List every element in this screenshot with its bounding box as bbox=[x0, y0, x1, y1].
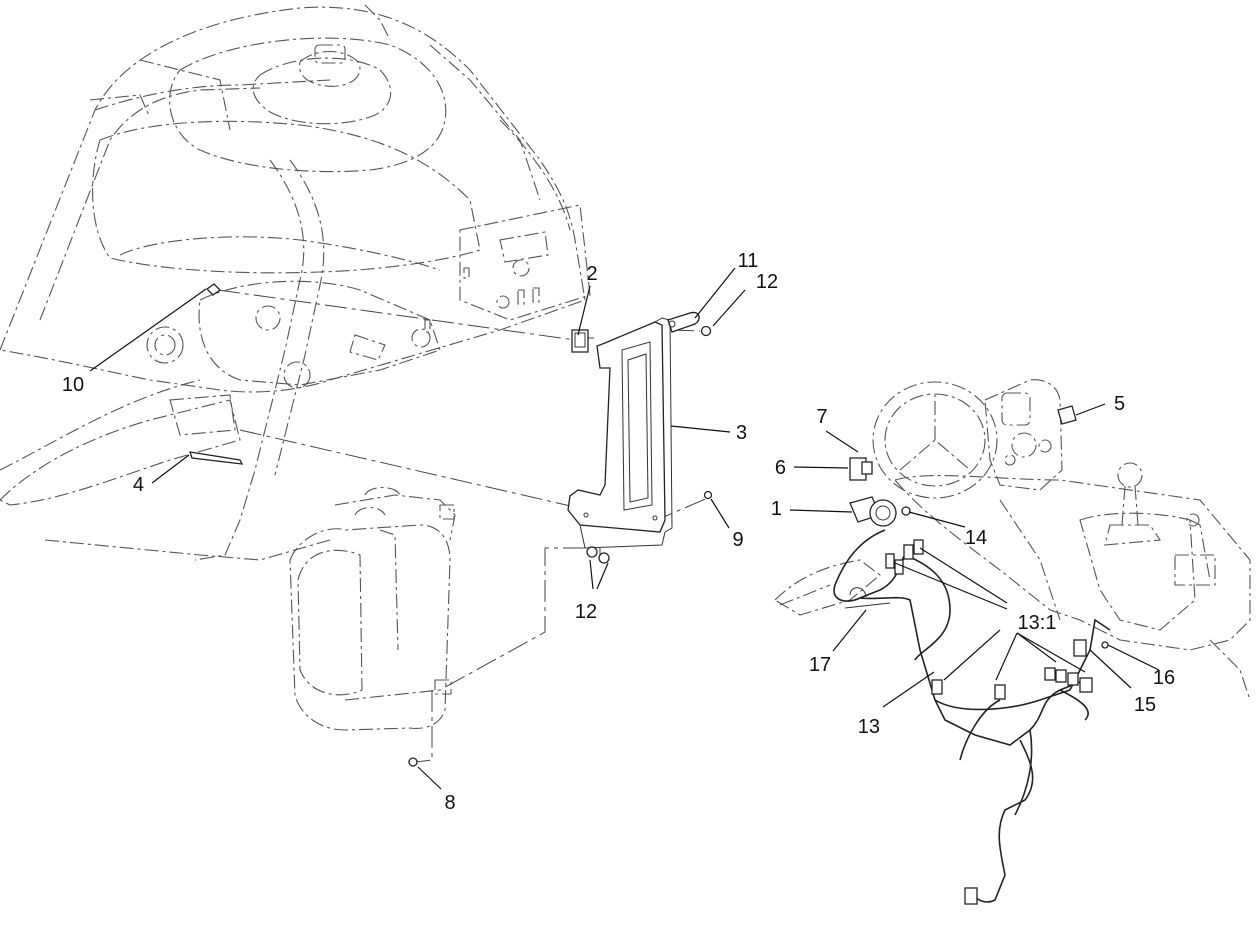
callout-9: 9 bbox=[732, 529, 743, 551]
dashboard-phantom bbox=[774, 379, 1251, 701]
callout-2: 2 bbox=[586, 263, 597, 285]
callout-labels: 1 2 3 4 5 6 7 8 9 10 11 12 12 13 13:1 14… bbox=[62, 250, 1175, 814]
callout-16: 16 bbox=[1153, 667, 1175, 689]
callout-11: 11 bbox=[738, 250, 759, 272]
clamp-part-11 bbox=[667, 311, 700, 333]
callout-7: 7 bbox=[816, 406, 827, 428]
callout-13: 13 bbox=[858, 716, 880, 738]
callout-10: 10 bbox=[62, 374, 84, 396]
wire-harness-part-13 bbox=[833, 506, 1111, 905]
callout-12-bottom: 12 bbox=[575, 601, 597, 623]
callout-14: 14 bbox=[965, 527, 987, 549]
callout-15: 15 bbox=[1134, 694, 1156, 716]
battery-phantom bbox=[289, 486, 456, 731]
callout-3: 3 bbox=[736, 422, 747, 444]
callout-12-top: 12 bbox=[756, 271, 778, 293]
callout-13-1: 13:1 bbox=[1018, 612, 1057, 634]
switch-components bbox=[844, 405, 1077, 609]
vehicle-body-phantom bbox=[0, 4, 591, 561]
callout-6: 6 bbox=[775, 457, 786, 479]
mounting-bracket-part-3 bbox=[567, 317, 673, 549]
fasteners bbox=[189, 283, 713, 767]
callout-1: 1 bbox=[771, 498, 782, 520]
callout-4: 4 bbox=[133, 474, 144, 496]
callout-17: 17 bbox=[809, 654, 831, 676]
leader-lines bbox=[89, 267, 1160, 790]
callout-8: 8 bbox=[444, 792, 455, 814]
callout-5: 5 bbox=[1114, 393, 1125, 415]
